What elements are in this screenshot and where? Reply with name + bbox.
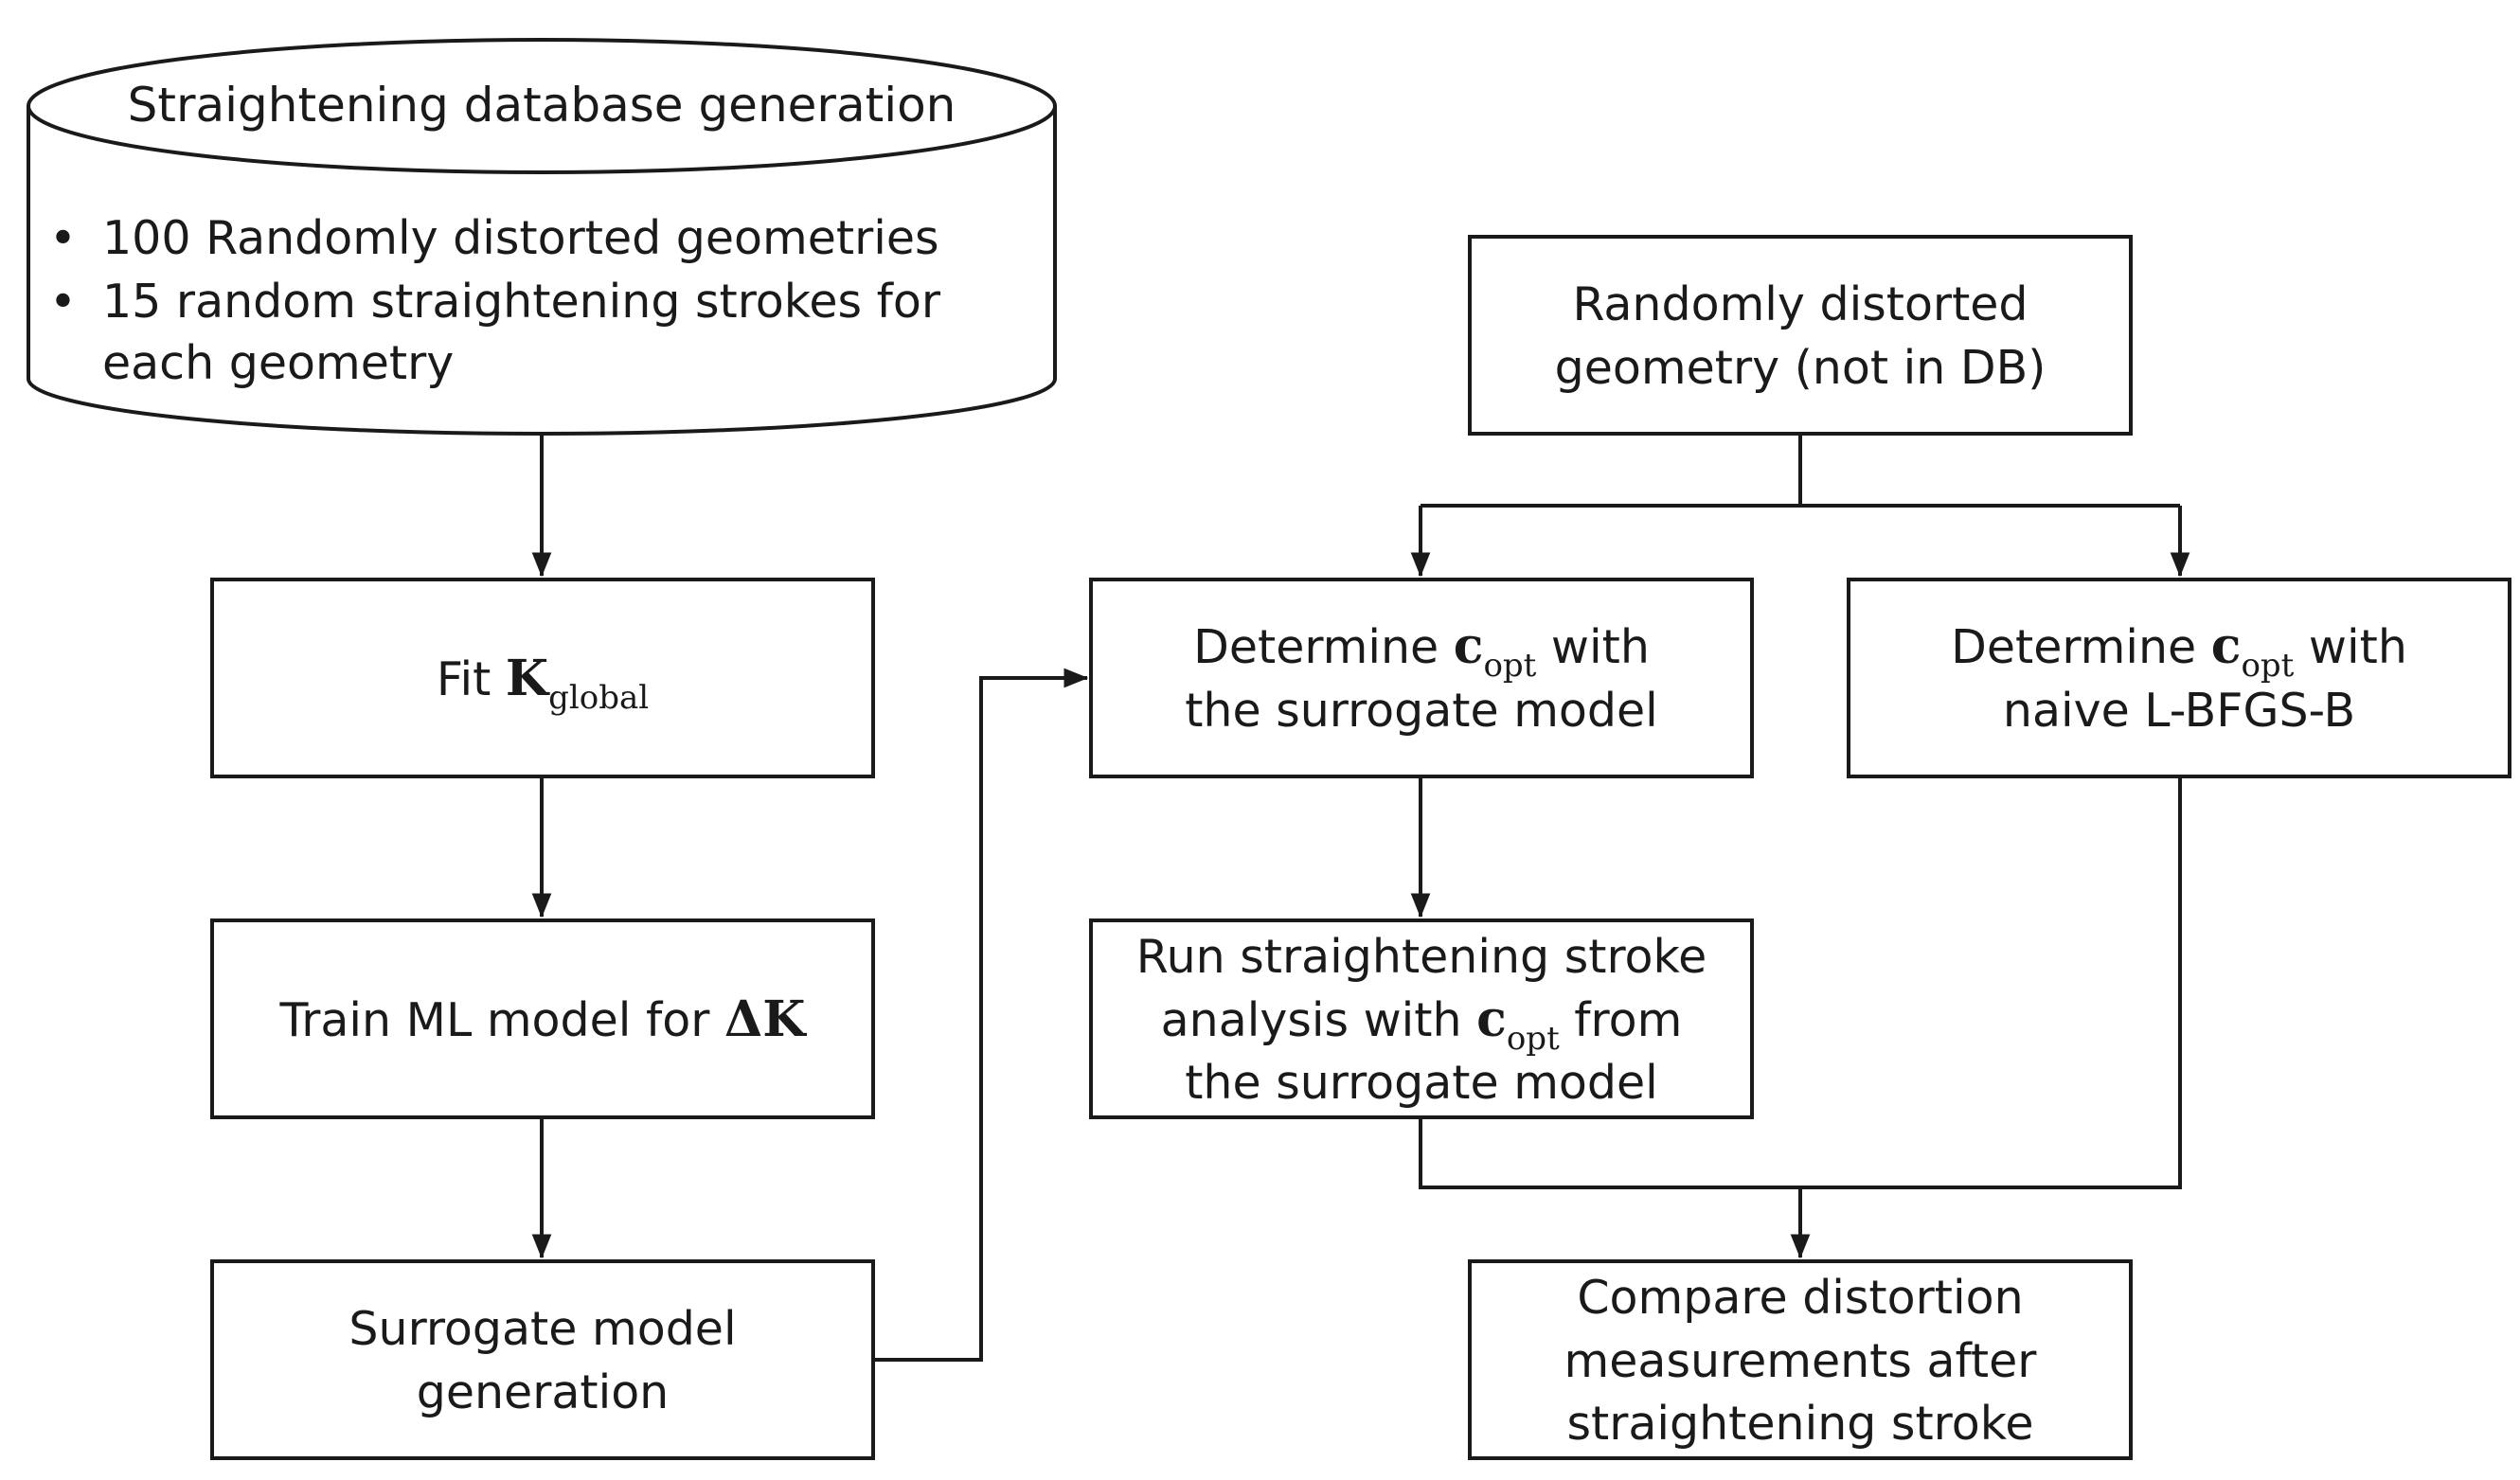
random-geometry-box: Randomly distorted geometry (not in DB) — [1468, 235, 2133, 436]
bullet-1-text: 100 Randomly distorted geometries — [102, 211, 939, 265]
compare-box: Compare distortion measurements after st… — [1468, 1259, 2133, 1460]
bullet-2-glyph: • — [49, 275, 77, 329]
surrogate-generation-line1: Surrogate model — [349, 1302, 736, 1356]
determine-naive-line1: Determine copt with — [1951, 617, 2407, 685]
run-analysis-box: Run straightening stroke analysis with c… — [1089, 918, 1754, 1119]
train-ml-label: Train ML model for ΔK — [279, 990, 808, 1048]
random-geometry-line2: geometry (not in DB) — [1555, 341, 2046, 395]
arrow-surrogate-to-determine — [873, 668, 1089, 1362]
compare-line3: straightening stroke — [1566, 1397, 2033, 1451]
fit-kglobal-box: Fit Kglobal — [210, 578, 875, 778]
database-title: Straightening database generation — [128, 78, 956, 133]
bullet-1-glyph: • — [49, 211, 77, 265]
database-cylinder: Straightening database generation • 100 … — [27, 38, 1057, 436]
determine-naive-line2: naive L-BFGS-B — [2003, 684, 2355, 738]
run-analysis-line3: the surrogate model — [1185, 1056, 1658, 1110]
determine-surrogate-box: Determine copt with the surrogate model — [1089, 578, 1754, 778]
fit-kglobal-label: Fit Kglobal — [437, 650, 649, 717]
determine-surrogate-line1: Determine copt with — [1193, 617, 1650, 685]
determine-surrogate-line2: the surrogate model — [1185, 684, 1658, 738]
bullet-2-text: 15 random straightening strokes for — [102, 275, 941, 329]
bullet-2-continuation: each geometry — [102, 336, 454, 390]
compare-line2: measurements after — [1564, 1334, 2038, 1388]
compare-line1: Compare distortion — [1577, 1271, 2023, 1325]
random-geometry-line1: Randomly distorted — [1572, 277, 2028, 331]
surrogate-generation-box: Surrogate model generation — [210, 1259, 875, 1460]
determine-naive-box: Determine copt with naive L-BFGS-B — [1847, 578, 2511, 778]
run-analysis-line1: Run straightening stroke — [1136, 930, 1707, 984]
run-analysis-line2: analysis with copt from — [1161, 990, 1683, 1058]
surrogate-generation-line2: generation — [417, 1365, 670, 1419]
train-ml-box: Train ML model for ΔK — [210, 918, 875, 1119]
connector-random-split — [1421, 434, 2180, 508]
